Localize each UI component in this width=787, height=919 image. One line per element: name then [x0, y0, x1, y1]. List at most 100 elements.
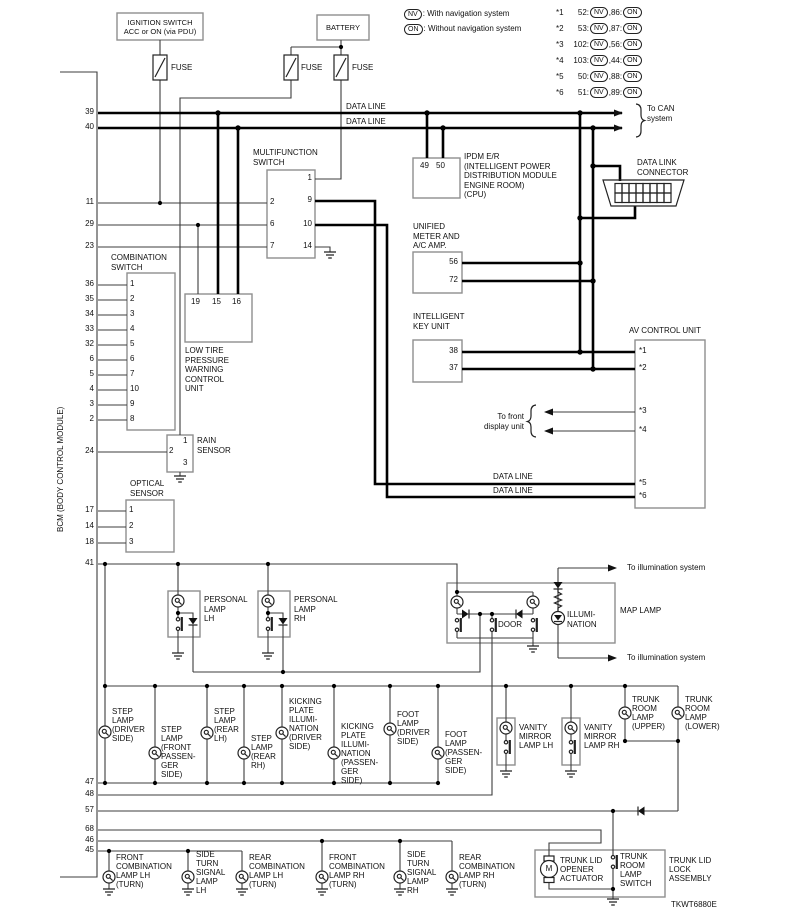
fuse-label-1: FUSE [171, 63, 193, 72]
note-pin: ,89: [608, 88, 623, 97]
bcm-pin-40: 40 [85, 122, 94, 131]
combination-switch-label: COMBINATION SWITCH [111, 253, 167, 272]
cs-pin-1: 1 [130, 279, 135, 288]
mfs-pin-1: 1 [307, 173, 312, 182]
bcm-pin-36: 36 [85, 279, 94, 288]
data-line-label-1: DATA LINE [346, 102, 386, 111]
mfs-pin-9: 9 [307, 195, 312, 204]
iku-pin-38: 38 [449, 346, 458, 355]
rain-pin-1: 1 [183, 436, 188, 445]
front-comb-rh-label: FRONT COMBINATION LAMP RH (TURN) [329, 853, 385, 889]
note-pin: 102: [573, 40, 589, 49]
av-pin-4: *4 [639, 425, 647, 434]
on-pill: ON [623, 7, 642, 18]
bcm-pin-46: 46 [85, 835, 94, 844]
bcm-pin-34: 34 [85, 309, 94, 318]
note-pin: 52: [577, 8, 589, 17]
note-pin: ,87: [608, 24, 623, 33]
av-pin-1: *1 [639, 346, 647, 355]
umaa-pin-56: 56 [449, 257, 458, 266]
rain-sensor-label: RAIN SENSOR [197, 436, 231, 455]
legend-on-row: ON: Without navigation system [403, 24, 521, 35]
optical-sensor-label: OPTICAL SENSOR [130, 479, 165, 498]
to-illumination-label-bottom: To illumination system [627, 653, 706, 662]
opt-pin-3: 3 [129, 537, 134, 546]
front-comb-lh-label: FRONT COMBINATION LAMP LH (TURN) [116, 853, 172, 889]
to-front-display-label: To front display unit [483, 412, 524, 431]
note-pin: ,44: [608, 56, 623, 65]
on-pill: ON [623, 23, 642, 34]
junction-dots [102, 44, 681, 892]
ipdm-pin-49: 49 [420, 161, 429, 170]
cs-pin-5: 5 [130, 339, 135, 348]
bcm-pin-18: 18 [85, 537, 94, 546]
kicking-plate-driver-label: KICKING PLATE ILLUMI- NATION (DRIVER SID… [289, 697, 322, 751]
nv-pill: NV [590, 87, 608, 98]
cs-pin-10: 10 [130, 384, 139, 393]
nv-pill: NV [590, 7, 608, 18]
trunk-room-lower-label: TRUNK ROOM LAMP (LOWER) [685, 695, 720, 731]
nv-pill: NV [590, 71, 608, 82]
door-label: DOOR [498, 620, 522, 629]
foot-lamp-driver-label: FOOT LAMP (DRIVER SIDE) [397, 710, 430, 746]
bcm-pin-6: 6 [89, 354, 94, 363]
trunk-lock-assembly-label: TRUNK LID LOCK ASSEMBLY [669, 856, 712, 883]
bcm-pin-33: 33 [85, 324, 94, 333]
bcm-pin-29: 29 [85, 219, 94, 228]
data-link-connector-icon [602, 179, 685, 207]
battery-box: BATTERY [326, 23, 360, 32]
note-star: *1 [556, 8, 564, 17]
kicking-plate-pass-label: KICKING PLATE ILLUMI- NATION (PASSEN- GE… [341, 722, 379, 785]
umaa-pin-72: 72 [449, 275, 458, 284]
vanity-mirror-lh-label: VANITY MIRROR LAMP LH [519, 723, 554, 750]
note-star: *4 [556, 56, 564, 65]
bcm-label: BCM (BODY CONTROL MODULE) [56, 406, 65, 532]
av-control-label: AV CONTROL UNIT [629, 326, 702, 335]
bcm-pin-3: 3 [89, 399, 94, 408]
side-turn-rh-label: SIDE TURN SIGNAL LAMP RH [407, 850, 437, 895]
note-star: *2 [556, 24, 564, 33]
note-star: *6 [556, 88, 564, 97]
data-line-label-2: DATA LINE [346, 117, 386, 126]
note-pin: 51: [577, 88, 589, 97]
nv-pill: NV [590, 39, 608, 50]
multifunction-switch-label: MULTIFUNCTION SWITCH [253, 148, 318, 167]
bcm-pin-24: 24 [85, 446, 94, 455]
trunk-room-upper-label: TRUNK ROOM LAMP (UPPER) [632, 695, 665, 731]
opt-pin-2: 2 [129, 521, 134, 530]
ipdm-label: IPDM E/R (INTELLIGENT POWER DISTRIBUTION… [464, 152, 557, 199]
note-pin: 53: [577, 24, 589, 33]
bcm-pin-14: 14 [85, 521, 94, 530]
step-lamp-front-pass-label: STEP LAMP (FRONT PASSEN- GER SIDE) [161, 725, 196, 779]
av-pin-3: *3 [639, 406, 647, 415]
cs-pin-3: 3 [130, 309, 135, 318]
note-pin: ,88: [608, 72, 623, 81]
bcm-pin-4: 4 [89, 384, 94, 393]
cs-pin-9: 9 [130, 399, 135, 408]
motor-m-label: M [545, 864, 553, 873]
cs-pin-4: 4 [130, 324, 135, 333]
cs-pin-7: 7 [130, 369, 135, 378]
nv-pill: NV [590, 23, 608, 34]
dlc-label: DATA LINK CONNECTOR [637, 158, 689, 177]
ltp-pin-15: 15 [212, 297, 221, 306]
bcm-pin-5: 5 [89, 369, 94, 378]
bcm-pin-32: 32 [85, 339, 94, 348]
fuse-label-2: FUSE [301, 63, 323, 72]
to-illumination-label-top: To illumination system [627, 563, 706, 572]
step-lamp-driver-label: STEP LAMP (DRIVER SIDE) [112, 707, 145, 743]
personal-lamp-rh-label: PERSONAL LAMP RH [294, 595, 338, 623]
on-pill: ON [623, 87, 642, 98]
rear-comb-lh-label: REAR COMBINATION LAMP LH (TURN) [249, 853, 305, 889]
foot-lamp-pass-label: FOOT LAMP (PASSEN- GER SIDE) [445, 730, 483, 775]
on-desc: : Without navigation system [423, 24, 522, 33]
mfs-pin-2: 2 [270, 197, 275, 206]
bcm-pin-48: 48 [85, 789, 94, 798]
note-pin: 50: [577, 72, 589, 81]
note-star: *3 [556, 40, 564, 49]
to-can-label: To CAN system [647, 104, 675, 123]
